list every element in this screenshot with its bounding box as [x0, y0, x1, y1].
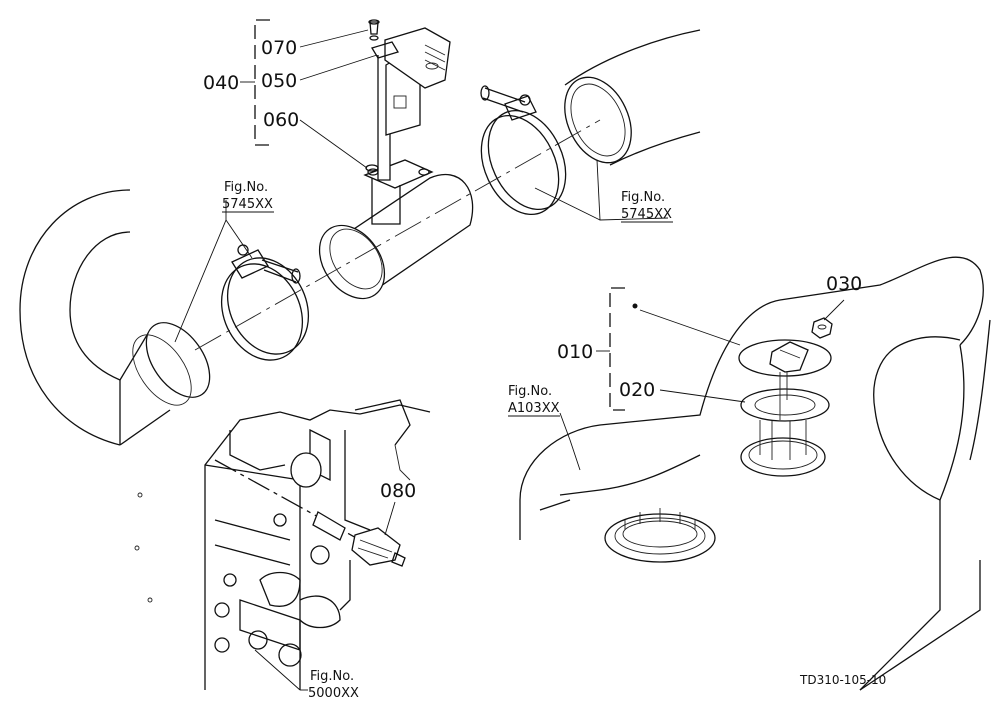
callout-050: 050 — [261, 70, 297, 92]
leader-lines — [174, 29, 845, 691]
callout-070: 070 — [261, 37, 297, 59]
right-hose-clamp — [480, 85, 567, 216]
fig-ref-number-tank: A103XX — [508, 401, 560, 416]
fig-ref-number-intake-right: 5745XX — [621, 207, 672, 222]
airflow-sensor — [371, 27, 451, 181]
fig-ref-number-intake-left: 5745XX — [222, 197, 273, 212]
callout-040: 040 — [203, 72, 239, 94]
engine-block — [134, 399, 431, 690]
fuel-sender-unit — [738, 339, 832, 477]
callout-080: 080 — [380, 480, 416, 502]
tank-filler-neck — [604, 508, 716, 563]
bracket-dot — [632, 303, 638, 309]
fig-ref-number-engine: 5000XX — [308, 686, 359, 701]
callout-030: 030 — [826, 273, 862, 295]
callout-060: 060 — [263, 109, 299, 131]
fig-ref-label-tank: Fig.No. — [508, 384, 552, 399]
right-intake-hose — [564, 29, 701, 166]
left-hose-clamp — [220, 244, 310, 361]
fig-ref-label-intake-right: Fig.No. — [621, 190, 665, 205]
oil-pressure-switch — [214, 459, 406, 567]
nut-030 — [811, 317, 833, 339]
callout-010: 010 — [557, 341, 593, 363]
fig-ref-label-engine: Fig.No. — [310, 669, 354, 684]
fig-ref-label-intake-left: Fig.No. — [224, 180, 268, 195]
fuel-tank — [519, 256, 991, 691]
bracket-010 — [609, 287, 625, 411]
airflow-sensor-tube — [318, 159, 474, 300]
drawing-code: TD310-105-10 — [799, 673, 886, 687]
left-intake-hose — [19, 189, 211, 446]
screw-070 — [368, 19, 380, 41]
bracket-040 — [254, 19, 270, 146]
gasket-060 — [365, 164, 379, 172]
callout-020: 020 — [619, 379, 655, 401]
